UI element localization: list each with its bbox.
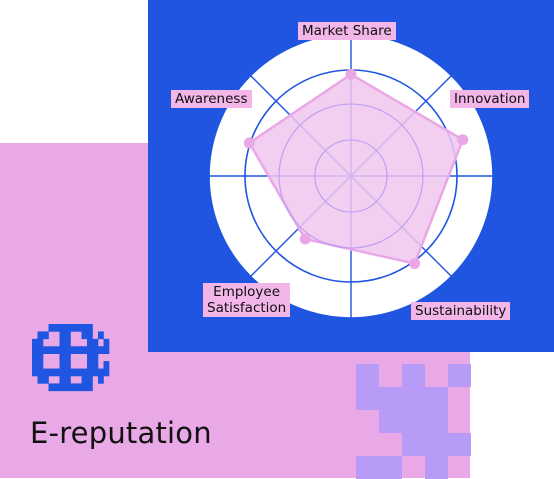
mosaic-pixel <box>448 433 471 456</box>
radar-axis-label-line: Innovation <box>454 91 526 107</box>
radar-axis-label-line: Awareness <box>175 91 248 107</box>
globe-icon <box>32 324 110 392</box>
mosaic-pixel <box>356 387 379 410</box>
radar-axis-label-line: Sustainability <box>415 303 507 319</box>
radar-axis-label: Innovation <box>450 90 530 108</box>
mosaic-pixel <box>402 364 425 387</box>
radar-data-point <box>299 233 311 245</box>
mosaic-pixel <box>402 433 425 456</box>
pixel-mosaic-decoration <box>356 364 471 479</box>
brand-title: E-reputation <box>30 416 212 450</box>
mosaic-pixel <box>356 456 379 479</box>
mosaic-pixel <box>425 433 448 456</box>
radar-axis-label-line: Employee <box>213 284 281 300</box>
radar-axis-label: Market Share <box>298 22 396 40</box>
radar-series-area <box>247 72 465 266</box>
radar-data-point <box>243 137 255 149</box>
radar-axis-label: Sustainability <box>411 302 511 320</box>
radar-grid-ring-overlay <box>278 103 424 249</box>
radar-axis-label-line: Satisfaction <box>207 300 287 316</box>
mosaic-pixel <box>402 410 425 433</box>
mosaic-pixel <box>425 387 448 410</box>
mosaic-pixel <box>425 410 448 433</box>
mosaic-pixel <box>356 364 379 387</box>
mosaic-pixel <box>425 456 448 479</box>
mosaic-pixel <box>379 410 402 433</box>
radar-grid-ring-overlay <box>314 139 388 213</box>
mosaic-pixel <box>402 387 425 410</box>
radar-axis-label-line: Market Share <box>302 23 392 39</box>
radar-axis-label: Awareness <box>171 90 252 108</box>
mosaic-pixel <box>379 456 402 479</box>
radar-data-point <box>457 134 469 146</box>
mosaic-pixel <box>379 387 402 410</box>
radar-data-point <box>409 258 421 270</box>
radar-data-point <box>345 68 357 80</box>
mosaic-pixel <box>448 364 471 387</box>
